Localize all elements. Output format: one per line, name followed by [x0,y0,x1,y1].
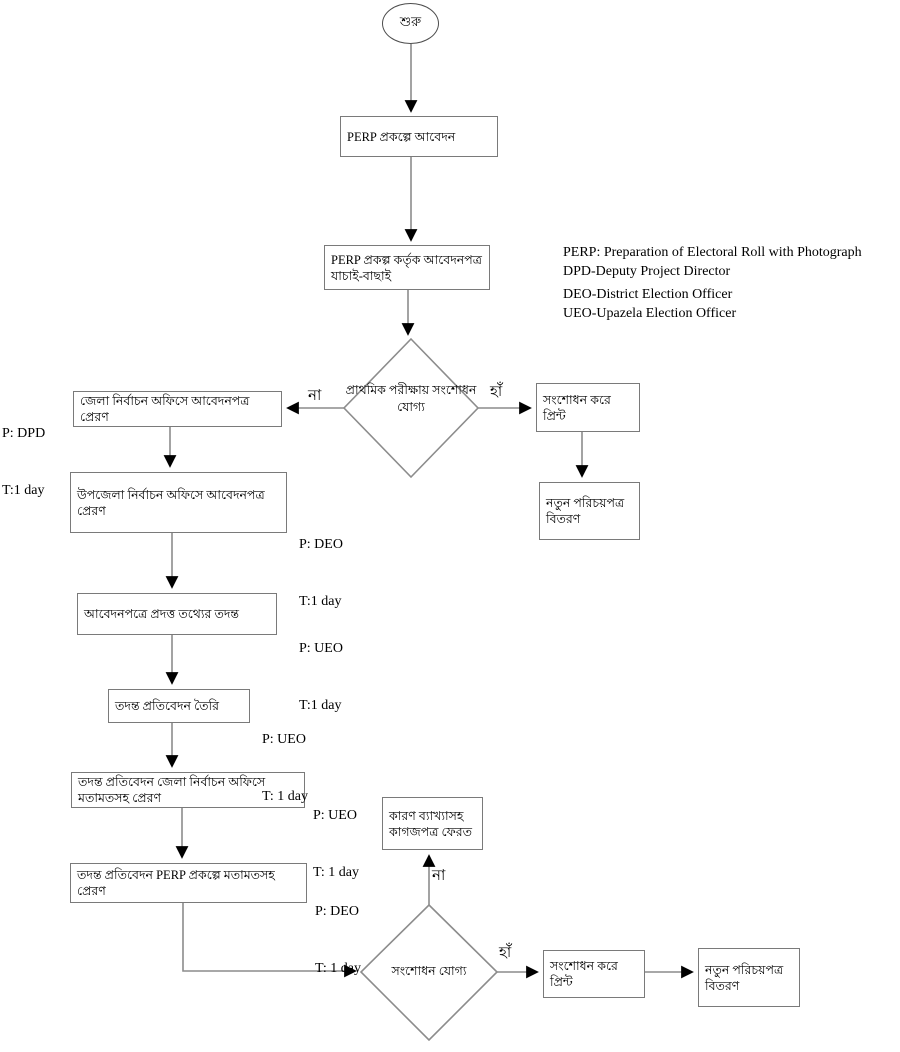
decision2-diamond [359,903,499,1042]
node-distribute-id-bottom: নতুন পরিচয়পত্র বিতরণ [698,948,800,1007]
annotation-ueo-2: P: UEO T: 1 day [262,692,308,844]
edge-label-yes-bottom: হাঁ [499,945,512,961]
annotation-deo-top: P: DEO T:1 day [299,497,343,649]
node-verify-application: PERP প্রকল্প কর্তৃক আবেদনপত্র যাচাই-বাছা… [324,245,490,290]
node-send-to-upazela-office: উপজেলা নির্বাচন অফিসে আবেদনপত্র প্রেরণ [70,472,287,533]
node-district-label: জেলা নির্বাচন অফিসে আবেদনপত্র প্রেরণ [80,394,250,424]
annotation-ueo-3-time: T: 1 day [313,865,359,880]
annotation-ueo-1-time: T:1 day [299,698,342,713]
decision2-label: সংশোধন যোগ্য [391,964,467,978]
node-apply-perp: PERP প্রকল্পে আবেদন [340,116,498,157]
legend-line-dpd: DPD-Deputy Project Director [563,264,731,279]
decision1-label: প্রাথমিক পরীক্ষায় সংশোধন যোগ্য [345,383,477,414]
edge-label-no-bottom: না [432,868,446,884]
node-verify-label: PERP প্রকল্প কর্তৃক আবেদনপত্র যাচাই-বাছা… [331,252,482,283]
legend-line-deo: DEO-District Election Officer [563,287,733,302]
annotation-deo-bottom-person: P: DEO [315,904,359,919]
annotation-ueo-3: P: UEO T: 1 day [313,768,359,920]
node-send-to-district-office: জেলা নির্বাচন অফিসে আবেদনপত্র প্রেরণ [73,391,282,427]
node-distribute-id-top: নতুন পরিচয়পত্র বিতরণ [539,482,640,540]
annotation-ueo-3-person: P: UEO [313,808,357,823]
node-correct-and-print-bottom: সংশোধন করে প্রিন্ট [543,950,645,998]
annotation-ueo-1: P: UEO T:1 day [299,601,343,753]
node-report-create-label: তদন্ত প্রতিবেদন তৈরি [115,699,219,713]
annotation-deo-bottom: P: DEO T: 1 day [315,864,361,1016]
annotation-deo-bottom-time: T: 1 day [315,961,361,976]
node-correct-and-print-top: সংশোধন করে প্রিন্ট [536,383,640,432]
node-return-docs-label: কারণ ব্যাখ্যাসহ কাগজপত্র ফেরত [389,808,473,839]
node-report-district-label: তদন্ত প্রতিবেদন জেলা নির্বাচন অফিসে মতাম… [78,775,266,805]
node-distribute-bottom-label: নতুন পরিচয়পত্র বিতরণ [705,962,784,993]
annotation-deo-top-person: P: DEO [299,537,343,552]
node-report-perp-label: তদন্ত প্রতিবেদন PERP প্রকল্পে মতামতসহ প্… [77,868,275,898]
arrow-report-perp-to-decision2 [182,903,357,978]
annotation-ueo-2-person: P: UEO [262,732,306,747]
annotation-ueo-2-time: T: 1 day [262,789,308,804]
annotation-deo-top-time: T:1 day [299,594,342,609]
start-terminator: শুরু [382,3,439,44]
edge-label-yes-top: হাঁ [490,384,503,400]
node-apply-label: PERP প্রকল্পে আবেদন [347,129,456,144]
annotation-dpd-time: T:1 day [2,483,45,498]
node-upazela-label: উপজেলা নির্বাচন অফিসে আবেদনপত্র প্রেরণ [77,487,265,518]
node-create-investigation-report: তদন্ত প্রতিবেদন তৈরি [108,689,250,723]
annotation-dpd: P: DPD T:1 day [2,386,45,538]
annotation-ueo-1-person: P: UEO [299,641,343,656]
start-label: শুরু [399,14,422,29]
node-print-bottom-label: সংশোধন করে প্রিন্ট [550,959,618,989]
node-print-top-label: সংশোধন করে প্রিন্ট [543,392,611,423]
node-return-documents: কারণ ব্যাখ্যাসহ কাগজপত্র ফেরত [382,797,483,850]
node-investigate-information: আবেদনপত্রে প্রদত্ত তথ্যের তদন্ত [77,593,277,635]
node-distribute-top-label: নতুন পরিচয়পত্র বিতরণ [546,496,625,526]
edge-label-no-top: না [308,388,322,404]
node-send-report-to-district: তদন্ত প্রতিবেদন জেলা নির্বাচন অফিসে মতাম… [71,772,305,808]
legend: PERP: Preparation of Electoral Roll with… [563,243,862,323]
legend-line-perp: PERP: Preparation of Electoral Roll with… [563,245,862,260]
node-investigation-label: আবেদনপত্রে প্রদত্ত তথ্যের তদন্ত [84,607,240,621]
annotation-dpd-person: P: DPD [2,426,46,441]
legend-line-ueo: UEO-Upazela Election Officer [563,306,737,321]
decision1-diamond [342,337,480,479]
node-send-report-to-perp: তদন্ত প্রতিবেদন PERP প্রকল্পে মতামতসহ প্… [70,863,307,903]
